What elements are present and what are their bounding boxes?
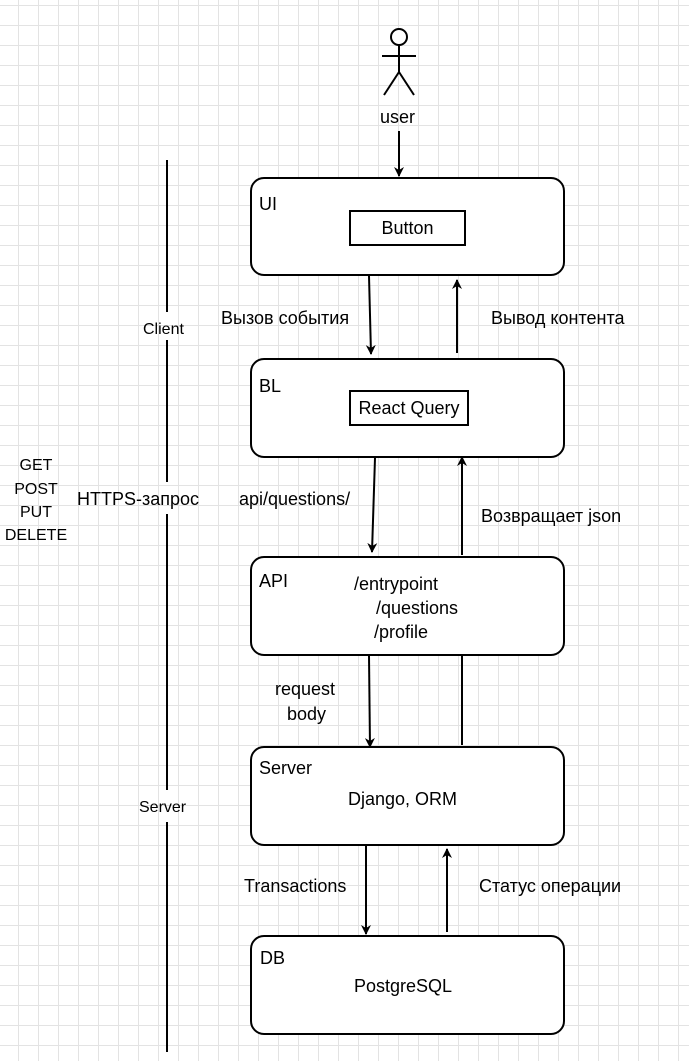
react-query-box: React Query xyxy=(349,390,469,426)
bl-node-label: BL xyxy=(259,376,282,396)
ui-button-box: Button xyxy=(349,210,466,246)
api-node-label: API xyxy=(259,571,289,591)
edge-ui-to-bl xyxy=(365,275,376,355)
bl-node: BL React Query xyxy=(250,358,565,458)
edge-bl-to-api xyxy=(367,457,378,553)
server-node: Server Django, ORM xyxy=(250,746,565,846)
server-node-content: Django, ORM xyxy=(348,789,458,809)
db-node-label: DB xyxy=(260,948,286,968)
edge-label-body: body xyxy=(287,704,327,724)
ui-node-label: UI xyxy=(259,194,277,214)
client-layer-label: Client xyxy=(143,321,184,338)
edge-label-api-to-bl: Возвращает json xyxy=(481,506,622,526)
edge-label-bl-to-ui: Вывод контента xyxy=(491,308,625,328)
server-layer-label: Server xyxy=(139,799,187,816)
edge-label-server-to-db: Transactions xyxy=(244,876,347,896)
ui-node: UI Button xyxy=(250,177,565,276)
db-node-content: PostgreSQL xyxy=(354,976,453,996)
api-route-questions: /questions xyxy=(376,598,459,618)
edge-label-bl-to-api: api/questions/ xyxy=(239,489,351,509)
https-request-label: HTTPS-запрос xyxy=(77,489,200,509)
http-method-post: POST xyxy=(14,481,58,498)
edge-label-db-to-server: Статус операции xyxy=(479,876,622,896)
api-route-entrypoint: /entrypoint xyxy=(354,574,439,594)
user-actor-icon xyxy=(382,28,416,96)
http-method-get: GET xyxy=(19,457,53,474)
api-route-profile: /profile xyxy=(374,622,429,642)
http-method-put: PUT xyxy=(20,504,52,521)
edge-api-to-server xyxy=(364,655,375,748)
user-actor-label: user xyxy=(380,107,416,127)
db-node: DB PostgreSQL xyxy=(250,935,565,1035)
http-method-delete: DELETE xyxy=(4,527,68,544)
edge-label-request: request xyxy=(275,679,336,699)
api-node: API /entrypoint /questions /profile xyxy=(250,556,565,656)
server-node-label: Server xyxy=(259,758,313,778)
edge-label-ui-to-bl: Вызов события xyxy=(221,308,350,328)
